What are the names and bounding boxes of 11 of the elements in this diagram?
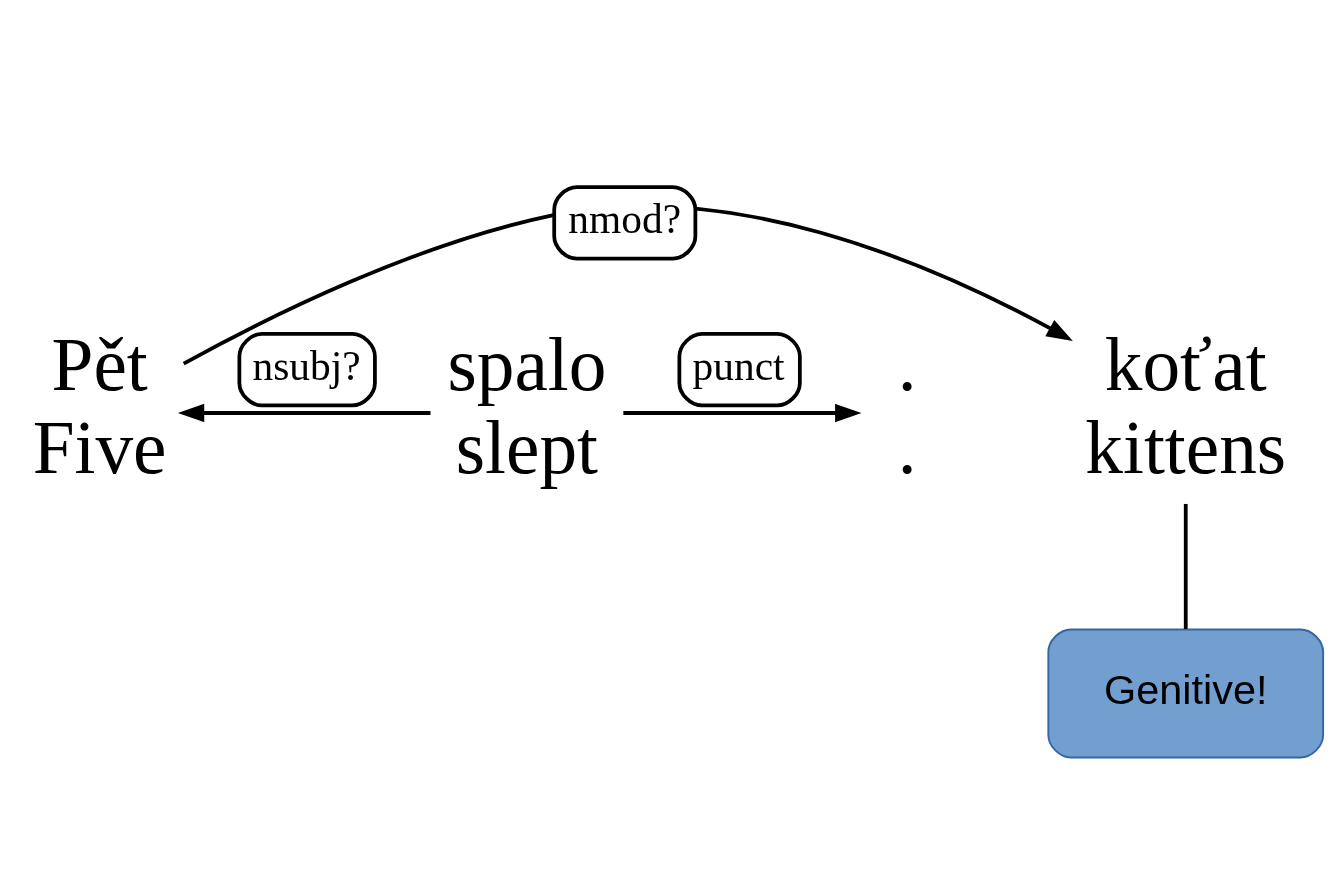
node-text: spalo slept xyxy=(447,322,607,489)
edge-label: punct xyxy=(692,342,785,389)
arrow xyxy=(177,403,431,422)
edge-label: nsubj? xyxy=(252,342,361,389)
node-text: Pět Five xyxy=(32,322,167,489)
edge-label: nmod? xyxy=(568,195,682,242)
node-text: . . xyxy=(897,322,917,489)
connector xyxy=(1183,503,1188,629)
node-box: Genitive! xyxy=(1047,628,1325,758)
arrow xyxy=(623,403,862,422)
node-text: koťat kittens xyxy=(1085,322,1287,489)
